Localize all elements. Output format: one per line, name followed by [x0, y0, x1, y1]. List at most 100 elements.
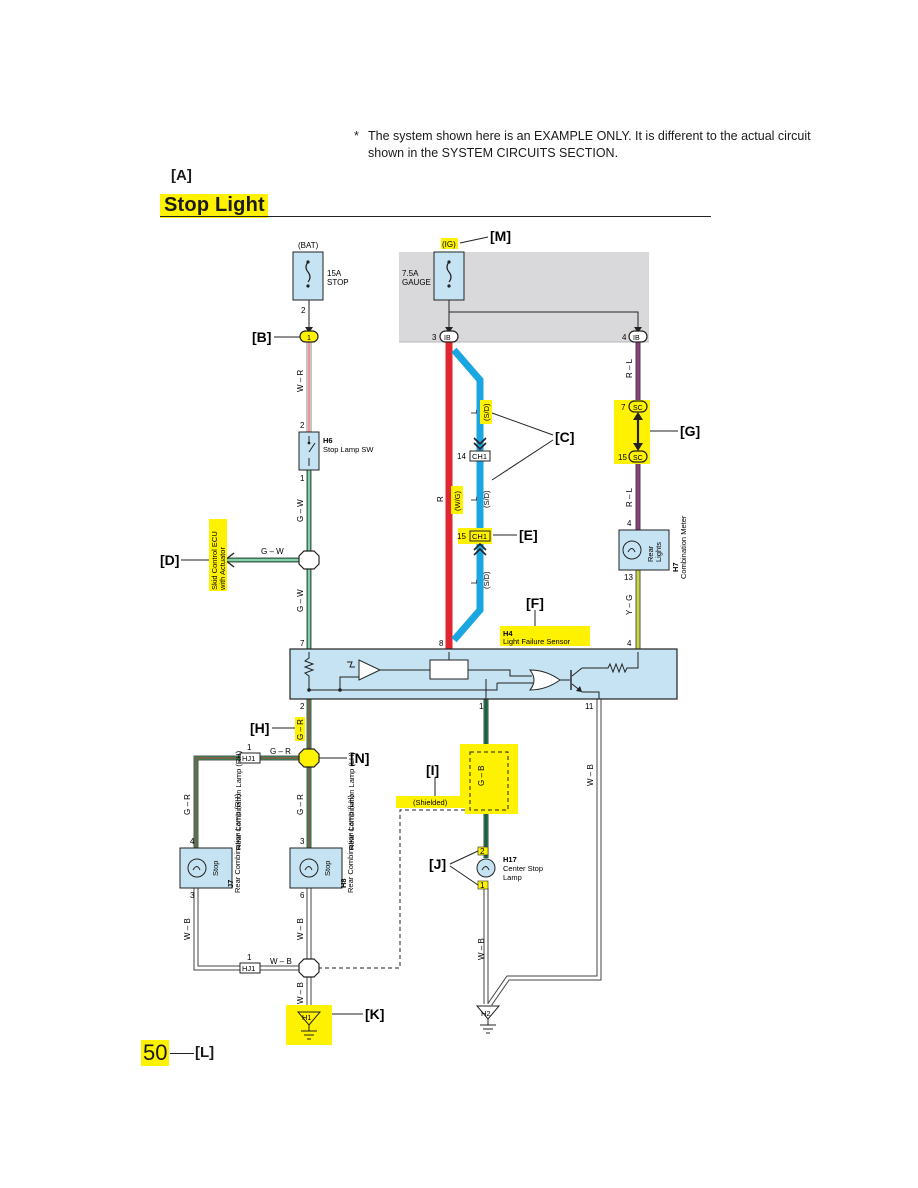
ch1-top-pin: 14	[457, 452, 466, 461]
callout-b: [B]	[252, 329, 300, 345]
lh-lamp-name: Rear Combination Lamp (LH)	[347, 752, 356, 850]
lh-lamp-code: H8	[339, 878, 348, 888]
svg-text:[H]: [H]	[250, 720, 269, 736]
rh-lamp-code-name: Rear Combination Lamp (RH)	[233, 793, 242, 893]
ground-h1-label: H1	[302, 1013, 312, 1022]
wire-r-label: R	[436, 496, 445, 502]
wire-w-b-label-5: W – B	[586, 764, 595, 786]
meter-lamp-line1: Rear	[646, 545, 655, 562]
ig-label: (IG)	[442, 240, 456, 249]
wire-l-label-3: L	[470, 579, 479, 584]
svg-text:[B]: [B]	[252, 329, 271, 345]
example-note: * The system shown here is an EXAMPLE ON…	[354, 128, 826, 162]
svg-text:[E]: [E]	[519, 527, 538, 543]
wire-g-w-label-3: G – W	[296, 589, 305, 612]
svg-text:[M]: [M]	[490, 228, 511, 244]
meter-pin-bottom: 13	[624, 573, 633, 582]
callout-j: [J]	[429, 850, 479, 886]
fuse-stop-rating: 15A	[327, 269, 342, 278]
meter-lamp-line2: Lights	[654, 542, 663, 562]
sensor-pin-7: 7	[300, 639, 305, 648]
wire-g-r-label-3: G – R	[183, 794, 192, 815]
callout-l: [L]	[195, 1044, 215, 1061]
connector-ib-left-pin: 3	[432, 333, 437, 342]
ch1-top-label: CH1	[472, 452, 487, 461]
sensor-name: Light Failure Sensor	[503, 637, 571, 646]
wire-g-w-label-1: G – W	[296, 499, 305, 522]
hj1-top-label: HJ1	[242, 754, 255, 763]
svg-text:[D]: [D]	[160, 552, 179, 568]
wire-w-b-left	[193, 888, 312, 1012]
skid-ecu-line1: Skid Control ECU	[210, 531, 219, 590]
title-rule	[160, 216, 711, 217]
rh-pin-bottom: 3	[190, 891, 195, 900]
meter-code: H7	[671, 562, 680, 572]
stop-lamp-switch	[298, 431, 320, 471]
connector-hj1-bottom	[239, 962, 261, 974]
svg-text:[C]: [C]	[555, 429, 574, 445]
wire-g-w-label-2: G – W	[261, 547, 284, 556]
sensor-highlight	[500, 626, 590, 646]
center-lamp-pin-bottom: 1	[480, 881, 485, 890]
center-lamp-line1: Center Stop	[503, 864, 543, 873]
wire-l-label-2: L	[470, 496, 479, 501]
center-lamp-line2: Lamp	[503, 873, 522, 882]
sc-bottom-label: SC	[633, 455, 643, 462]
lh-lamp-code-name: Rear Combination Lamp (LH)	[346, 795, 355, 893]
wire-r-l-label-2: R – L	[625, 487, 634, 507]
wire-w-b-label-2: W – B	[296, 918, 305, 940]
svg-text:[K]: [K]	[365, 1006, 384, 1022]
wire-blue	[451, 347, 484, 643]
wire-w-r-label: W – R	[296, 370, 305, 392]
lh-pin-top: 3	[300, 837, 305, 846]
junction-g-w	[298, 550, 320, 570]
wire-l-label-1: L	[470, 409, 479, 414]
connector-ib-right	[628, 330, 648, 343]
hj1-top-pin: 1	[247, 743, 252, 752]
callout-g: [G]	[650, 423, 700, 439]
junction-w-b	[298, 958, 320, 978]
lh-pin-bottom: 6	[300, 891, 305, 900]
ground-h2	[475, 1005, 501, 1034]
connector-ib-right-pin: 4	[622, 333, 627, 342]
switch-pin-top: 2	[300, 421, 305, 430]
svg-text:[J]: [J]	[429, 856, 446, 872]
bat-label: (BAT)	[298, 241, 319, 250]
callout-f: [F]	[526, 595, 544, 626]
connector-hj1-top	[239, 752, 261, 764]
callout-n: [N]	[319, 750, 369, 766]
ch1-bottom-label: CH1	[472, 532, 487, 541]
rh-lamp-stop: Stop	[211, 861, 220, 876]
wire-g-r-label-4: G – R	[296, 794, 305, 815]
svg-text:[I]: [I]	[426, 762, 439, 778]
callout-d: [D]	[160, 552, 209, 568]
ground-h1	[296, 1011, 322, 1040]
wire-y-g-label: Y – G	[625, 595, 634, 615]
svg-text:[N]: [N]	[350, 750, 369, 766]
wire-sd-label-2: (S/D)	[482, 490, 491, 508]
wire-w-b-label-1: W – B	[183, 918, 192, 940]
rear-lamp-rh	[179, 847, 233, 889]
callout-c: [C]	[491, 412, 574, 481]
sensor-code: H4	[503, 629, 513, 638]
lh-lamp-stop: Stop	[323, 861, 332, 876]
rh-lamp-code: J7	[226, 880, 235, 888]
wire-g-b-label: G – B	[477, 766, 486, 786]
connector-b-pin: 1	[307, 335, 311, 342]
meter-pin-top: 4	[627, 519, 632, 528]
center-stop-lamp	[476, 846, 496, 890]
sensor-pin-4: 4	[627, 639, 632, 648]
sensor-pin-1: 1	[479, 702, 484, 711]
sensor-pin-2: 2	[300, 702, 305, 711]
switch-name: Stop Lamp SW	[323, 445, 374, 454]
hj1-bottom-label: HJ1	[242, 964, 255, 973]
fuse-stop-pin: 2	[301, 306, 306, 315]
callout-i: [I]	[426, 762, 439, 796]
sensor-pin-11: 11	[585, 702, 594, 711]
meter-name: Combination Meter	[679, 515, 688, 579]
wire-g-r-label-1: G – R	[296, 719, 305, 740]
shield-drain	[318, 809, 470, 969]
ground-h2-label: H2	[481, 1009, 491, 1018]
combination-meter	[618, 529, 670, 571]
